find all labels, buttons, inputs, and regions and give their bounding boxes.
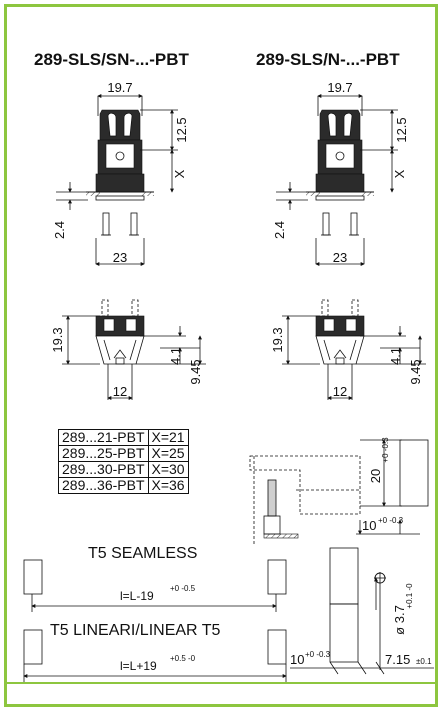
linear-tol: +0.5 -0 xyxy=(170,654,196,663)
table-row: 289...36-PBT X=36 xyxy=(58,477,189,494)
dim-side-height-left: 19.3 xyxy=(50,327,65,352)
seamless-assembly xyxy=(23,559,287,612)
dim-height-top-left: 12.5 xyxy=(174,117,189,142)
linear-assembly xyxy=(23,629,287,682)
linear-formula: l=L+19 xyxy=(120,659,157,673)
x-dimension-table: 289...21-PBT X=21 289...25-PBT X=25 289.… xyxy=(58,429,189,494)
dim-detail-height: 20 xyxy=(368,469,383,483)
footer-divider xyxy=(7,682,435,684)
table-cell-code: 289...30-PBT xyxy=(58,461,149,478)
side-view-right: 19.3 4.1 9.45 12 xyxy=(270,299,426,400)
side-view-left: 19.3 4.1 9.45 12 xyxy=(50,299,206,400)
linear-label: T5 LINEARI/LINEAR T5 xyxy=(50,622,221,639)
dim-pin-off-bottom: 10 xyxy=(290,652,304,667)
pin-detail: ø 3.7 +0.1 -0 10 +0 -0.3 7.15 ±0.1 xyxy=(290,547,434,675)
dim-detail-height-tol: +0 -0.3 xyxy=(381,437,390,463)
table-row: 289...30-PBT X=30 xyxy=(58,461,189,478)
dim-width-top-right: 19.7 xyxy=(327,80,352,95)
front-view-right: 19.7 12.5 X 2.4 23 xyxy=(272,80,409,266)
green-frame xyxy=(4,4,438,707)
dim-side-small-right: 4.1 xyxy=(388,347,403,365)
table-row: 289...25-PBT X=25 xyxy=(58,445,189,462)
dim-side-depth-left: 9.45 xyxy=(188,359,203,384)
installation-detail: 20 +0 -0.3 10 +0 -0.3 xyxy=(249,437,429,545)
dim-detail-offset-tol: +0 -0.3 xyxy=(378,516,404,525)
dim-side-width-left: 12 xyxy=(113,384,127,399)
dim-pin-dia-tol: +0.1 -0 xyxy=(405,583,414,609)
dim-pin-len: 7.15 xyxy=(385,652,410,667)
dim-side-depth-right: 9.45 xyxy=(408,359,423,384)
title-right: 289-SLS/N-...-PBT xyxy=(256,50,400,69)
table-cell-x: X=21 xyxy=(147,429,189,446)
title-left: 289-SLS/SN-...-PBT xyxy=(34,50,189,69)
table-cell-x: X=36 xyxy=(147,477,189,494)
table-cell-x: X=30 xyxy=(147,461,189,478)
front-view-left: 19.7 12.5 X 2.4 23 xyxy=(52,80,189,266)
seamless-tol: +0 -0.5 xyxy=(170,584,196,593)
dim-base-width-right: 23 xyxy=(333,250,347,265)
dim-side-height-right: 19.3 xyxy=(270,327,285,352)
dim-pin-off-bottom-tol: +0 -0.3 xyxy=(305,650,331,659)
dim-pin-offset-left: 2.4 xyxy=(52,221,67,239)
dim-side-width-right: 12 xyxy=(333,384,347,399)
table-cell-code: 289...21-PBT xyxy=(58,429,149,446)
dim-side-small-left: 4.1 xyxy=(168,347,183,365)
dim-detail-offset: 10 xyxy=(362,518,376,533)
dim-height-top-right: 12.5 xyxy=(394,117,409,142)
dim-x-left: X xyxy=(172,169,187,178)
dim-pin-len-tol: ±0.1 xyxy=(416,657,432,666)
dim-pin-dia: ø 3.7 xyxy=(392,605,407,635)
dim-x-right: X xyxy=(392,169,407,178)
table-cell-code: 289...25-PBT xyxy=(58,445,149,462)
table-row: 289...21-PBT X=21 xyxy=(58,429,189,446)
table-cell-x: X=25 xyxy=(147,445,189,462)
seamless-formula: l=L-19 xyxy=(120,589,154,603)
dim-pin-offset-right: 2.4 xyxy=(272,221,287,239)
seamless-label: T5 SEAMLESS xyxy=(88,545,198,562)
table-cell-code: 289...36-PBT xyxy=(58,477,149,494)
dim-base-width-left: 23 xyxy=(113,250,127,265)
dim-width-top-left: 19.7 xyxy=(107,80,132,95)
